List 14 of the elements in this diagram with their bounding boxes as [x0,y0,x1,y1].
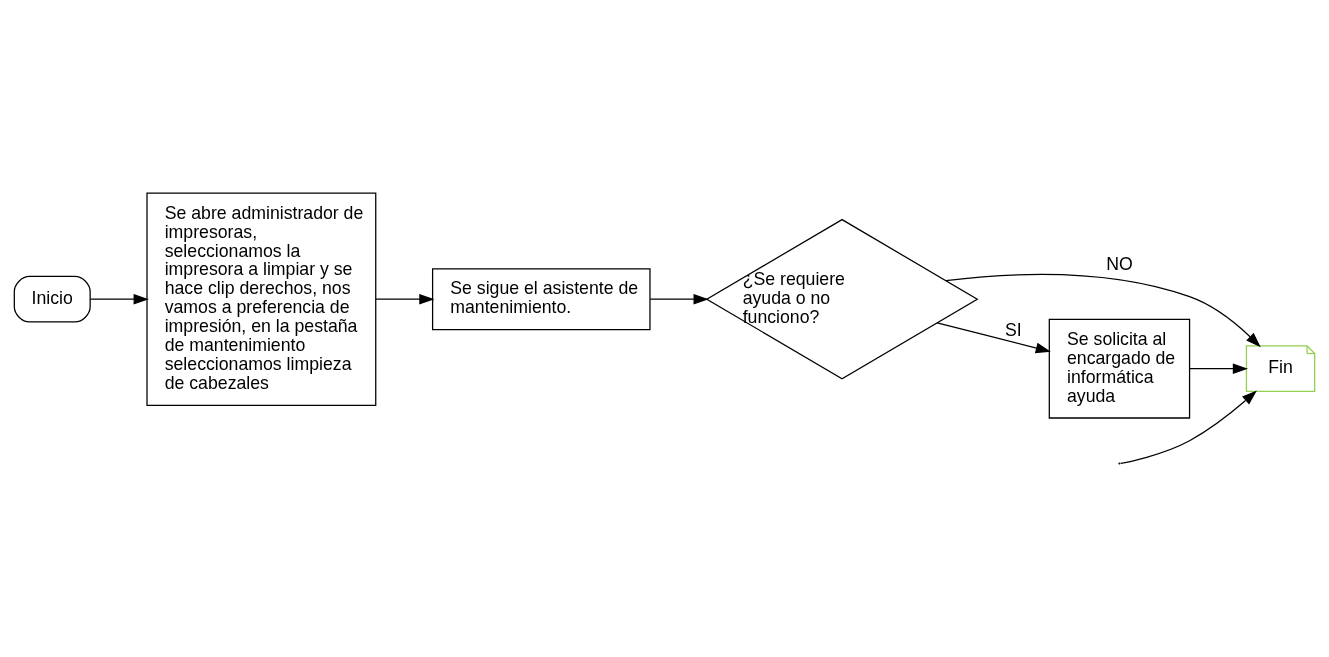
node-box: Inicio [13,275,91,323]
arrow [1120,390,1257,465]
arrow [1189,363,1248,374]
arrow [375,293,435,305]
arrow [649,293,709,305]
arrow [936,322,1051,354]
edge-label: SI [1004,320,1022,341]
edge-label: NO [1106,254,1133,275]
node-box: Se abre administrador de impresoras, seleccionamos la impresora a limpiar y se hace clip derechos, nos vamos a preferencia de impresión, en la pestaña de mantenimiento seleccionamos limpieza de cabezales [146,192,377,406]
node-diamond: ¿Se requiere ayuda o no funciono? [705,218,979,380]
node-box: Se sigue el asistente de mantenimiento. [432,268,651,331]
arrow [945,274,1261,348]
node-box: Se solicita al encargado de informática ayuda [1048,318,1191,419]
arrow [89,293,149,305]
